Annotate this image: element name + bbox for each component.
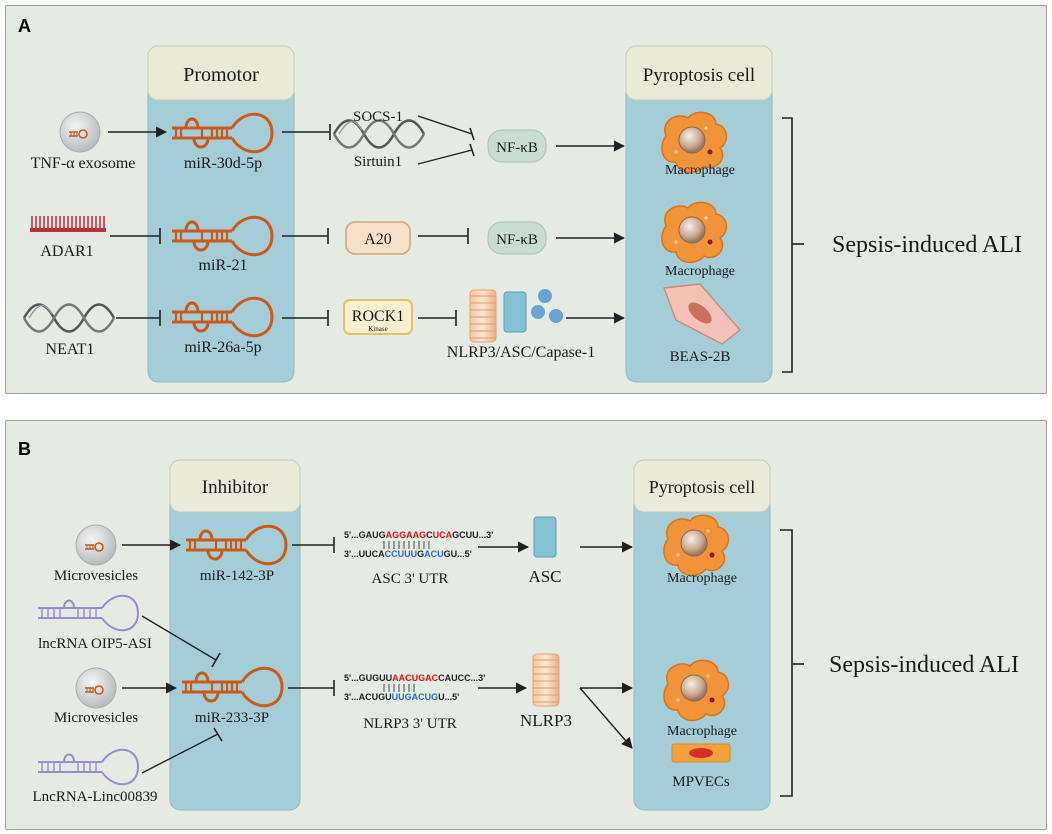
neat1-label: NEAT1 <box>46 341 95 358</box>
endothelial-cell-icon <box>671 743 731 763</box>
svg-text:3'...UUCACCUUUGACUGU...5': 3'...UUCACCUUUGACUGU...5' <box>344 549 472 559</box>
mirna-label-a1: miR-30d-5p <box>184 155 262 172</box>
nlrp3-label: NLRP3 <box>520 711 572 730</box>
promotor-header-box <box>147 45 295 101</box>
svg-text:3'...ACUGUUUGACUGU...5': 3'...ACUGUUUGACUGU...5' <box>344 692 459 702</box>
svg-text:5'...GUGUUAACUGACCAUCC...3': 5'...GUGUUAACUGACCAUCC...3' <box>344 673 485 683</box>
mirna-label-b1: miR-142-3P <box>200 568 274 584</box>
mirna-label-a3: miR-26a-5p <box>184 339 261 356</box>
outcome-label-b: Sepsis-induced ALI <box>829 652 1019 678</box>
svg-text:5'...GAUGAGGAAGCUCAGCUU...3': 5'...GAUGAGGAAGCUCAGCUU...3' <box>344 530 493 540</box>
a20-label: A20 <box>364 231 392 248</box>
asc-utr-caption: ASC 3' UTR <box>372 571 449 587</box>
bracket-a <box>782 117 793 373</box>
microvesicle-icon-2 <box>75 667 117 709</box>
mirna-label-b2: miR-233-3P <box>195 710 269 726</box>
epithelial-cell-icon <box>663 283 742 345</box>
pyroptosis-header-box-b <box>633 459 771 513</box>
cell-label-a2: Macrophage <box>665 264 735 279</box>
microvesicles-label-1: Microvesicles <box>54 568 138 584</box>
nlrp3-protein-icon <box>532 653 560 707</box>
inhibitor-header: Inhibitor <box>202 477 269 498</box>
exosome-icon <box>59 111 101 153</box>
asc-label: ASC <box>528 567 561 586</box>
nlrp3-utr-sequence: 5'...GUGUUAACUGACCAUCC...3' 3'...ACUGUUU… <box>344 673 485 702</box>
inflammasome-icon <box>469 289 563 343</box>
inhibitor-header-box <box>169 459 301 513</box>
bracket-b <box>780 529 793 797</box>
nfkb-label-1: NF-κB <box>496 140 538 156</box>
pyroptosis-header-box-a <box>625 45 773 101</box>
lncrna-icon-2 <box>37 748 139 786</box>
cell-label-b2: Macrophage <box>667 724 737 739</box>
nfkb-box-2 <box>487 221 547 255</box>
nfkb-label-2: NF-κB <box>496 232 538 248</box>
socs1-label: SOCS-1 <box>353 109 403 125</box>
asc-utr-sequence: 5'...GAUGAGGAAGCUCAGCUU...3' 3'...UUCACC… <box>344 530 493 559</box>
tnf-exosome-label: TNF-α exosome <box>31 155 136 172</box>
panel-a-label: A <box>18 16 31 36</box>
nfkb-box-1 <box>487 129 547 163</box>
rock1-sub-label: Kinase <box>368 325 387 333</box>
cell-label-a1: Macrophage <box>665 163 735 178</box>
outcome-label-a: Sepsis-induced ALI <box>832 232 1022 258</box>
promotor-header: Promotor <box>183 64 259 86</box>
sirtuin1-label: Sirtuin1 <box>354 154 402 170</box>
microvesicle-icon <box>75 524 117 566</box>
cell-label-b1: Macrophage <box>667 571 737 586</box>
microvesicles-label-2: Microvesicles <box>54 710 138 726</box>
dna-helix-icon-2 <box>22 303 116 333</box>
pyroptosis-header-a: Pyroptosis cell <box>643 65 755 86</box>
cell-label-b3: MPVECs <box>672 774 730 790</box>
adar1-label: ADAR1 <box>40 243 93 260</box>
lncrna-icon <box>37 594 139 632</box>
asc-protein-icon <box>533 516 557 558</box>
panel-b-label: B <box>18 439 31 459</box>
mirna-label-a2: miR-21 <box>199 257 248 274</box>
rock1-label: ROCK1 <box>352 308 404 325</box>
nlrp3-utr-caption: NLRP3 3' UTR <box>363 716 457 732</box>
cell-label-a3: BEAS-2B <box>670 349 731 365</box>
lncrna-oip5-label: lncRNA OIP5-ASI <box>38 636 152 652</box>
comb-rna-icon <box>30 216 106 232</box>
pyroptosis-header-b: Pyroptosis cell <box>649 477 756 497</box>
inflammasome-label: NLRP3/ASC/Capase-1 <box>447 344 595 361</box>
rock1-box <box>343 299 413 335</box>
a20-box <box>345 221 411 255</box>
lncrna-linc-label: LncRNA-Linc00839 <box>33 789 158 805</box>
